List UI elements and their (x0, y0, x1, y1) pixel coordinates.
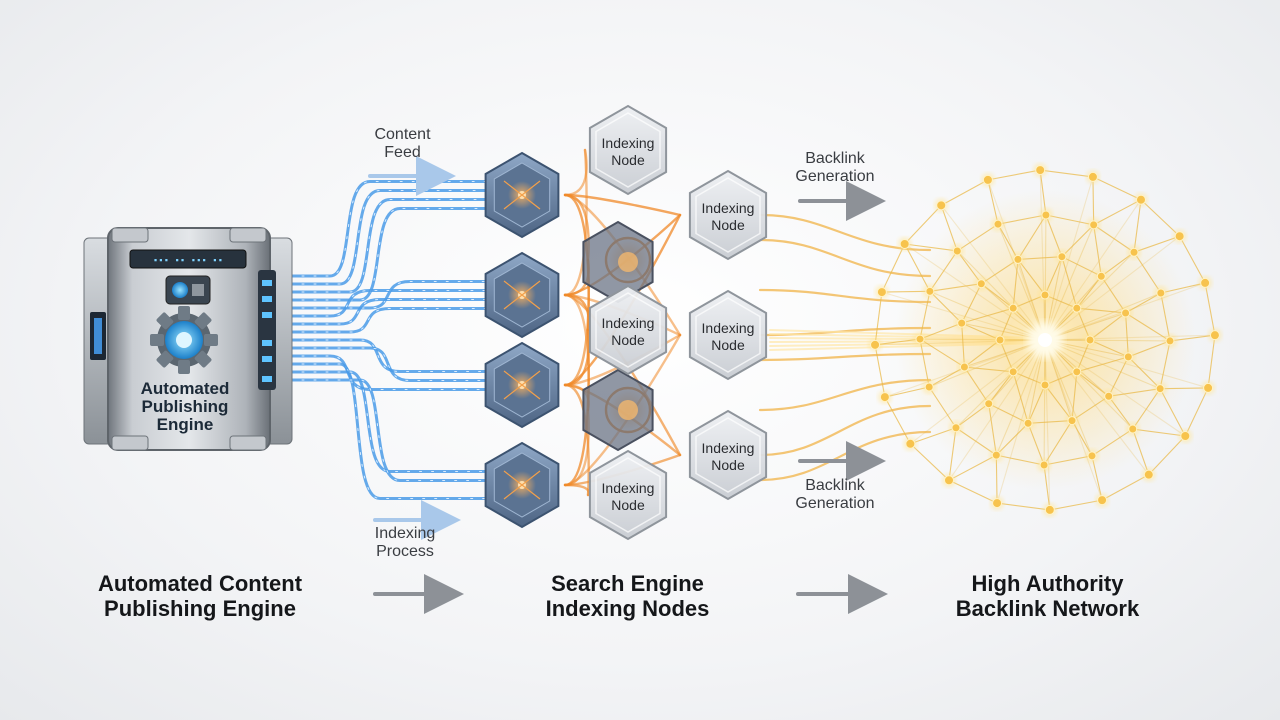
indexing-node-label: Node (611, 497, 645, 513)
indexing-node-label: Node (611, 332, 645, 348)
circuit-hex (582, 368, 654, 452)
processing-hex (484, 151, 560, 239)
processing-hex (484, 441, 560, 529)
gear-icon (150, 306, 218, 374)
flow-arrows (368, 156, 888, 614)
indexing-node-label: Indexing (602, 480, 655, 496)
content-feed-lines (288, 180, 492, 500)
indexing-node-label: Node (711, 217, 745, 233)
circuit-hex (582, 220, 654, 304)
processing-hexes (484, 151, 560, 529)
engine-panel-readout: ▪▪▪ ▪▪ ▪▪▪ ▪▪ (153, 256, 223, 266)
indexing-node-label: Indexing (702, 440, 755, 456)
engine-label-line-1: Automated (141, 379, 230, 398)
processing-hex (484, 251, 560, 339)
indexing-node-label: Node (711, 337, 745, 353)
backlink-network (868, 163, 1222, 517)
indexing-node-label: Indexing (602, 135, 655, 151)
indexing-node-label: Indexing (702, 200, 755, 216)
indexing-node-label: Indexing (702, 320, 755, 336)
processing-hex (484, 341, 560, 429)
indexing-node-label: Node (611, 152, 645, 168)
circuit-hexes (582, 220, 654, 452)
engine-label-line-3: Engine (157, 415, 214, 434)
indexing-node-label: Indexing (602, 315, 655, 331)
engine-label-line-2: Publishing (142, 397, 229, 416)
indexing-node-hexes: IndexingNodeIndexingNodeIndexingNodeInde… (588, 104, 768, 541)
publishing-engine: ▪▪▪ ▪▪ ▪▪▪ ▪▪ Auto (83, 227, 293, 451)
indexing-node-label: Node (711, 457, 745, 473)
